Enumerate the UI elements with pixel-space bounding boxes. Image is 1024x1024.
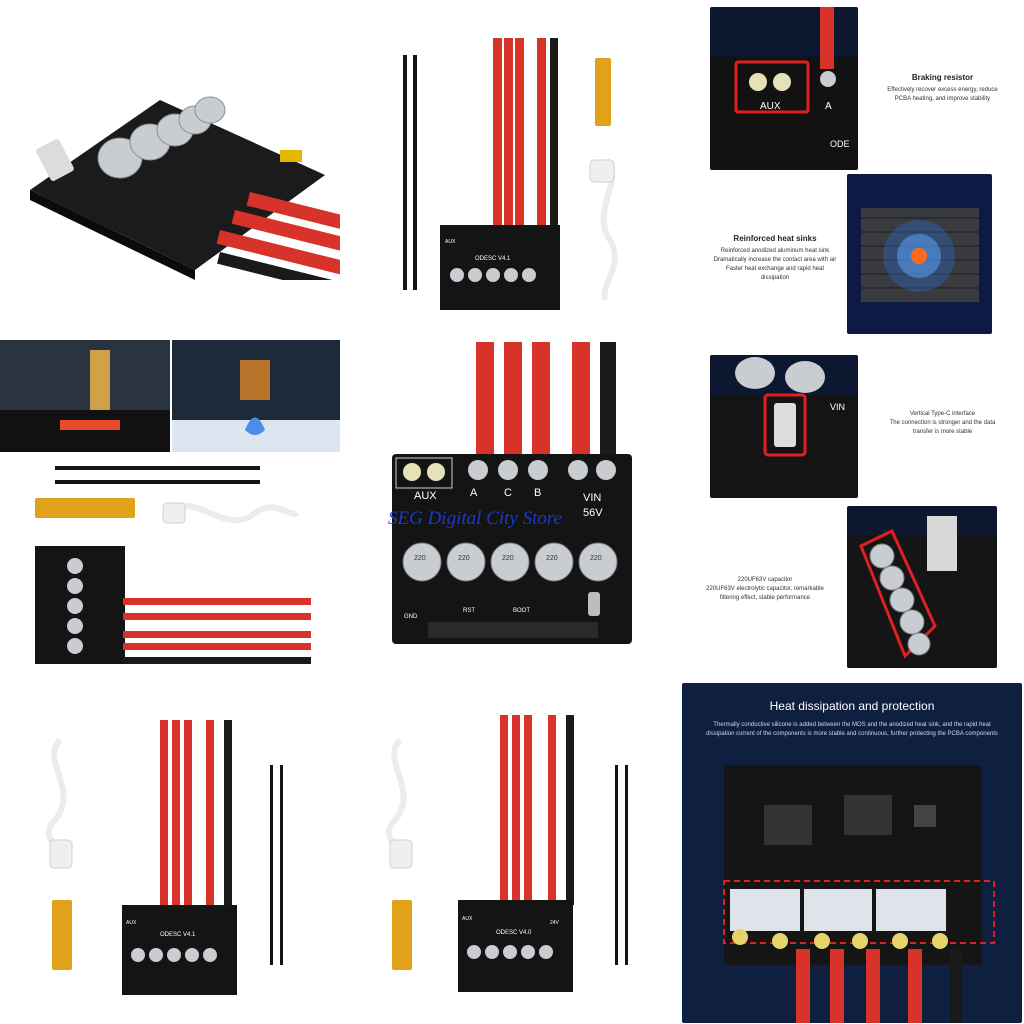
feature-type-c: VIN Vertical Type-C interface The connec…	[705, 350, 1023, 500]
svg-text:C: C	[504, 487, 512, 499]
store-watermark: SEG Digital City Store	[388, 508, 562, 529]
photo-kit-top: AUX ODESC V4.1	[385, 30, 685, 320]
svg-text:220: 220	[414, 555, 426, 562]
feature-capacitor: 220UF63V capacitor 220UF63V electrolytic…	[690, 504, 1024, 670]
svg-text:AUX: AUX	[414, 490, 437, 502]
svg-text:220: 220	[458, 555, 470, 562]
svg-text:220: 220	[502, 555, 514, 562]
svg-text:AUX: AUX	[760, 101, 781, 112]
svg-text:ODESC V4.1: ODESC V4.1	[160, 932, 196, 938]
photo-kit-v41: AUX ODESC V4.1	[30, 700, 350, 1005]
heat-panel-description: Thermally conductive silicone is added b…	[706, 722, 998, 737]
svg-text:VIN: VIN	[830, 402, 845, 412]
photo-board-angled	[10, 80, 340, 280]
svg-text:24V: 24V	[550, 920, 560, 926]
svg-text:GND: GND	[404, 614, 418, 620]
heat-dissipation-panel: Heat dissipation and protection Thermall…	[682, 683, 1022, 1023]
svg-text:B: B	[534, 487, 541, 499]
photo-kit-v40: AUX 24V ODESC V4.0	[370, 700, 670, 1005]
svg-text:ODESC V4.0: ODESC V4.0	[496, 930, 532, 936]
svg-text:A: A	[825, 101, 832, 112]
svg-text:220: 220	[546, 555, 558, 562]
svg-text:AUX: AUX	[462, 916, 473, 922]
svg-text:A: A	[470, 487, 478, 499]
svg-text:AUX: AUX	[445, 239, 456, 245]
svg-text:AUX: AUX	[126, 920, 137, 926]
svg-text:56V: 56V	[583, 507, 603, 519]
svg-text:RST: RST	[463, 608, 475, 614]
capacitor-caption: 220UF63V capacitor 220UF63V electrolytic…	[706, 577, 824, 601]
svg-text:VIN: VIN	[583, 492, 601, 504]
svg-text:ODESC V4.1: ODESC V4.1	[475, 256, 511, 262]
feature-braking-resistor: AUX A ODE Braking resistor Effectively r…	[705, 5, 1023, 170]
type-c-caption: Vertical Type-C interface The connection…	[889, 411, 996, 435]
heat-panel-title: Heat dissipation and protection	[769, 699, 935, 713]
heat-sink-caption: Reinforced heat sinks Reinforced anodize…	[713, 234, 837, 281]
braking-resistor-caption: Braking resistor Effectively recover exc…	[887, 73, 998, 102]
svg-text:220: 220	[590, 555, 602, 562]
feature-heat-sink: Reinforced heat sinks Reinforced anodize…	[705, 172, 1023, 335]
photo-3d-printers	[0, 340, 340, 452]
svg-text:BOOT: BOOT	[513, 608, 530, 614]
photo-kit-flat	[15, 458, 345, 668]
svg-text:ODE: ODE	[830, 139, 850, 149]
